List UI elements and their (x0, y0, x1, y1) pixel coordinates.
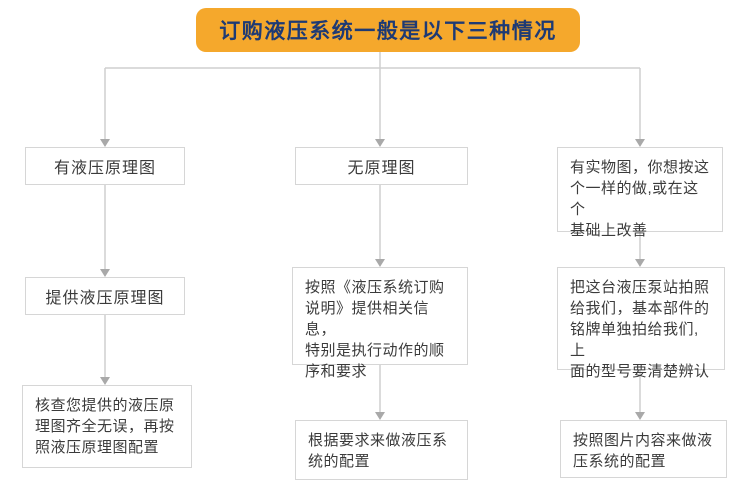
flow-box-text: 核查您提供的液压原 理图齐全无误，再按 照液压原理图配置 (35, 397, 175, 456)
flow-box-text: 按照图片内容来做液 压系统的配置 (573, 432, 713, 470)
flow-box-schematic-verify: 核查您提供的液压原 理图齐全无误，再按 照液压原理图配置 (22, 385, 192, 468)
flow-box-text: 按照《液压系统订购 说明》提供相关信息， 特别是执行动作的顺 序和要求 (305, 279, 445, 380)
arrow-down-icon (635, 139, 645, 147)
arrow-down-icon (100, 269, 110, 277)
flow-box-no-schematic-info: 按照《液压系统订购 说明》提供相关信息， 特别是执行动作的顺 序和要求 (292, 267, 468, 380)
flow-box-schematic-provide: 提供液压原理图 (25, 277, 185, 315)
flow-box-photo-config: 按照图片内容来做液 压系统的配置 (560, 420, 727, 478)
flow-box-text: 无原理图 (347, 160, 416, 177)
flowchart-title: 订购液压系统一般是以下三种情况 (219, 20, 557, 43)
flow-box-text: 提供液压原理图 (45, 290, 165, 307)
flow-box-no-schematic-start: 无原理图 (295, 147, 468, 185)
arrow-down-icon (100, 139, 110, 147)
arrow-down-icon (375, 139, 385, 147)
arrow-down-icon (635, 259, 645, 267)
flow-box-text: 有实物图，你想按这 个一样的做,或在这个 基础上改善 (570, 159, 710, 239)
flow-box-schematic-start: 有液压原理图 (25, 147, 185, 185)
arrow-down-icon (375, 412, 385, 420)
flowchart-title-banner: 订购液压系统一般是以下三种情况 (196, 8, 580, 52)
arrow-down-icon (100, 377, 110, 385)
flow-box-text: 把这台液压泵站拍照 给我们，基本部件的 铭牌单独拍给我们,上 面的型号要清楚辨认 (570, 279, 710, 380)
flow-box-photo-start: 有实物图，你想按这 个一样的做,或在这个 基础上改善 (557, 147, 723, 239)
connector-path (104, 52, 641, 412)
flow-box-text: 根据要求来做液压系 统的配置 (308, 432, 448, 470)
flow-box-no-schematic-config: 根据要求来做液压系 统的配置 (295, 420, 468, 480)
arrow-down-icon (375, 259, 385, 267)
flow-box-photo-instructions: 把这台液压泵站拍照 给我们，基本部件的 铭牌单独拍给我们,上 面的型号要清楚辨认 (557, 267, 725, 380)
arrow-down-icon (635, 412, 645, 420)
flow-box-text: 有液压原理图 (53, 160, 156, 177)
